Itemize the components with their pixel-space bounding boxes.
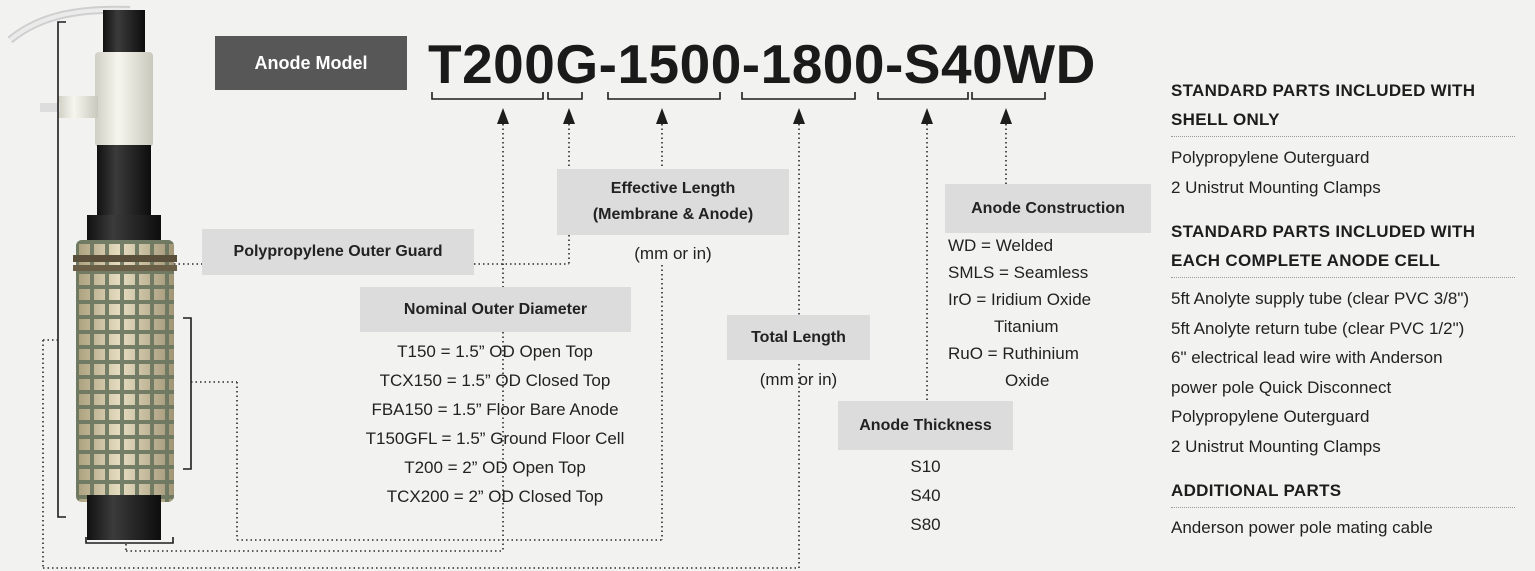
nominal-diameter-callout: Nominal Outer Diameter	[360, 287, 631, 332]
sidebar-heading-shell-only: STANDARD PARTS INCLUDED WITH SHELL ONLY	[1171, 76, 1515, 137]
list-item: RuO = Ruthinium	[948, 344, 1079, 363]
outer-guard-callout: Polypropylene Outer Guard	[202, 229, 474, 275]
anode-construction-options: WD = Welded SMLS = Seamless IrO = Iridiu…	[948, 232, 1091, 394]
sidebar-list-additional: Anderson power pole mating cable	[1171, 513, 1433, 543]
anode-thickness-options: S10 S40 S80	[838, 452, 1013, 539]
list-item: T150GFL = 1.5” Ground Floor Cell	[365, 429, 625, 448]
list-item: 6" electrical lead wire with Anderson	[1171, 348, 1443, 367]
list-item: T150 = 1.5” OD Open Top	[397, 342, 593, 361]
anode-thickness-title: Anode Thickness	[859, 416, 992, 434]
total-length-callout: Total Length	[727, 315, 870, 360]
total-length-title: Total Length	[751, 328, 846, 346]
list-item: 5ft Anolyte supply tube (clear PVC 3/8")	[1171, 289, 1470, 308]
total-length-unit: (mm or in)	[759, 370, 838, 389]
anode-thickness-callout: Anode Thickness	[838, 401, 1013, 450]
list-item: WD = Welded	[948, 236, 1054, 255]
list-item: Polypropylene Outerguard	[1171, 407, 1370, 426]
sidebar-heading-additional: ADDITIONAL PARTS	[1171, 476, 1515, 508]
nominal-diameter-title: Nominal Outer Diameter	[403, 300, 588, 318]
list-item: T200 = 2” OD Open Top	[404, 458, 586, 477]
anode-photo	[7, 5, 177, 540]
anode-construction-callout: Anode Construction	[945, 184, 1151, 233]
heading-line: EACH COMPLETE ANODE CELL	[1171, 251, 1441, 270]
anode-construction-title: Anode Construction	[971, 199, 1125, 217]
nominal-diameter-options: T150 = 1.5” OD Open Top TCX150 = 1.5” OD…	[320, 337, 670, 511]
list-item: 5ft Anolyte return tube (clear PVC 1/2")	[1171, 318, 1465, 338]
heading-line: SHELL ONLY	[1171, 110, 1280, 129]
list-item: 2 Unistrut Mounting Clamps	[1171, 436, 1381, 456]
list-item: TCX150 = 1.5” OD Closed Top	[379, 371, 611, 390]
effective-length-title-line2: (Membrane & Anode)	[592, 206, 754, 223]
sidebar-list-shell-only: Polypropylene Outerguard 2 Unistrut Moun…	[1171, 143, 1381, 202]
list-item: power pole Quick Disconnect	[1171, 377, 1392, 397]
list-item: IrO = Iridium Oxide	[948, 290, 1092, 309]
sidebar-heading-complete-cell: STANDARD PARTS INCLUDED WITH EACH COMPLE…	[1171, 217, 1515, 278]
list-item: Titanium	[994, 317, 1059, 336]
list-item: Polypropylene Outerguard	[1171, 148, 1370, 167]
list-item: SMLS = Seamless	[948, 263, 1089, 282]
list-item: Anderson power pole mating cable	[1171, 518, 1433, 537]
heading-line: STANDARD PARTS INCLUDED WITH	[1171, 81, 1476, 100]
list-item: S10	[910, 457, 941, 476]
anode-model-label: Anode Model	[215, 36, 407, 90]
list-item: S40	[910, 486, 941, 505]
effective-length-title-line1: Effective Length	[610, 180, 736, 197]
effective-length-callout: Effective Length (Membrane & Anode)	[557, 169, 789, 235]
list-item: FBA150 = 1.5” Floor Bare Anode	[371, 400, 619, 419]
sidebar-list-complete-cell: 5ft Anolyte supply tube (clear PVC 3/8")…	[1171, 284, 1469, 461]
model-code: T200G-1500-1800-S40WD	[428, 33, 1096, 95]
list-item: Oxide	[1005, 371, 1050, 390]
list-item: S80	[910, 515, 941, 534]
outer-guard-title: Polypropylene Outer Guard	[233, 243, 443, 260]
heading-line: ADDITIONAL PARTS	[1171, 481, 1342, 500]
effective-length-unit: (mm or in)	[634, 244, 712, 263]
list-item: TCX200 = 2” OD Closed Top	[386, 487, 604, 506]
heading-line: STANDARD PARTS INCLUDED WITH	[1171, 222, 1476, 241]
list-item: 2 Unistrut Mounting Clamps	[1171, 177, 1381, 197]
